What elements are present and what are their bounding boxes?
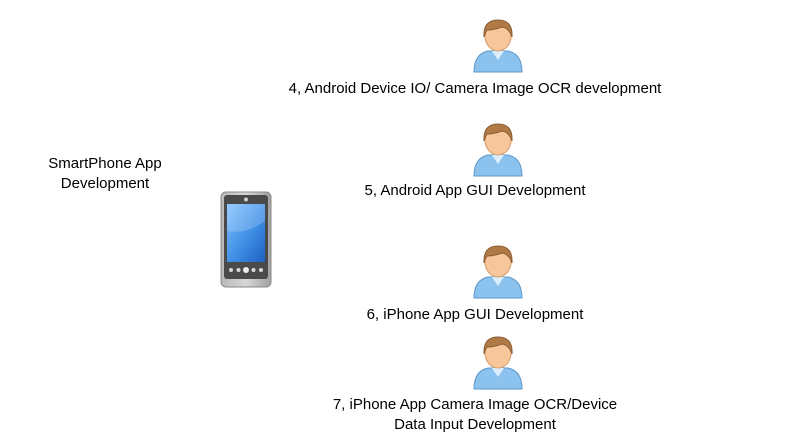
person-icon <box>470 241 526 299</box>
diagram-title-line-1: SmartPhone App <box>48 155 162 172</box>
person-icon <box>470 332 526 390</box>
person-6-label: 6, iPhone App GUI Development <box>366 306 584 323</box>
person-4-label: 4, Android Device IO/ Camera Image OCR d… <box>288 80 662 97</box>
person-7-label-line-2: Data Input Development <box>394 416 556 433</box>
person-5-label: 5, Android App GUI Development <box>364 182 586 199</box>
person-7-label: 7, iPhone App Camera Image OCR/Device Da… <box>250 395 700 435</box>
smartphone-icon <box>220 191 272 288</box>
diagram-title-line-2: Development <box>60 175 150 192</box>
diagram-title: SmartPhone App Development <box>20 154 190 194</box>
person-icon <box>470 119 526 177</box>
person-icon <box>470 15 526 73</box>
person-7-label-line-1: 7, iPhone App Camera Image OCR/Device <box>332 396 618 413</box>
